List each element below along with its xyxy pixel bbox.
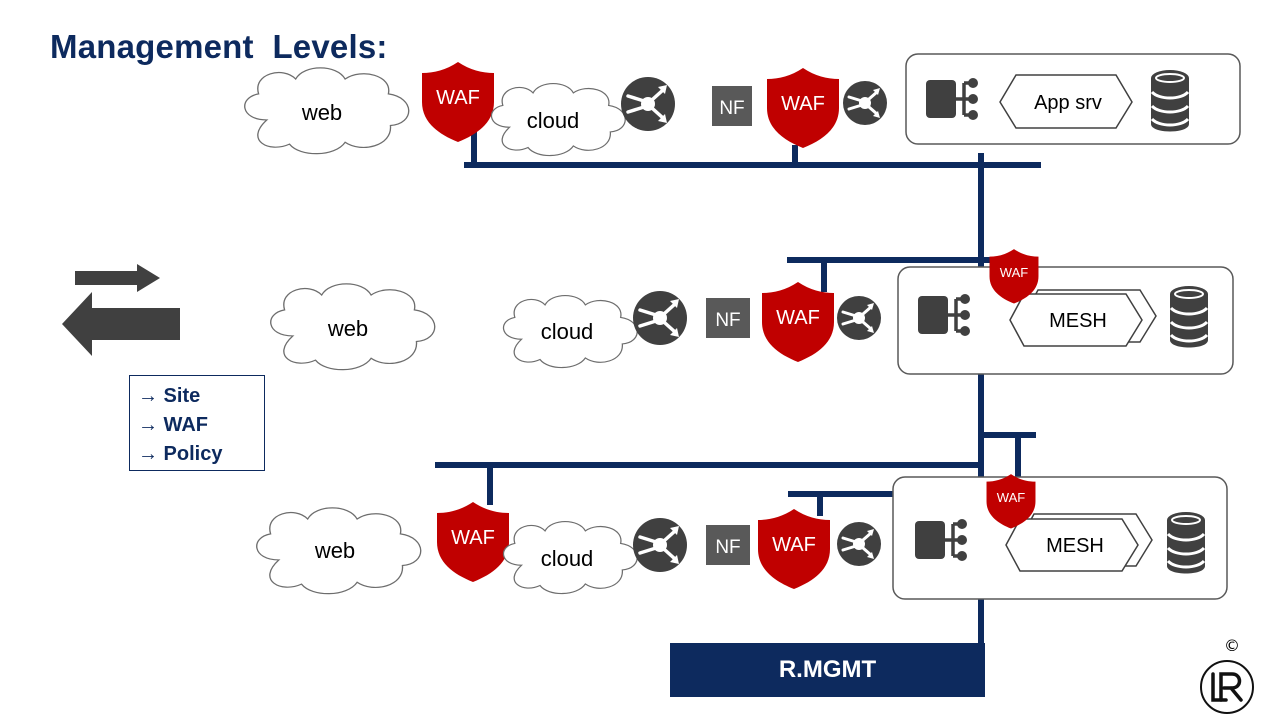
network-switch-icon — [913, 517, 969, 563]
database-icon — [1168, 284, 1210, 349]
waf-label-3b: WAF — [772, 534, 816, 556]
mesh-label-2: MESH — [1049, 310, 1107, 332]
router-icon — [835, 520, 883, 568]
nf-label-3: NF — [715, 537, 740, 558]
app-srv-label: App srv — [1034, 92, 1102, 114]
waf-label-2b: WAF — [1000, 265, 1028, 280]
web-label-1: web — [301, 100, 342, 125]
row-3: web WAF cloud NF WAF MESH WAF — [256, 474, 1228, 600]
web-label-3: web — [314, 538, 355, 563]
nf-box-3 — [706, 525, 750, 565]
nf-label-2: NF — [715, 310, 740, 331]
page-title: Management Levels: — [50, 28, 388, 65]
network-switch-icon — [916, 292, 972, 338]
network-switch-icon — [924, 76, 980, 122]
legend-item-waf: → WAF — [138, 414, 208, 436]
legend-item-site: → Site — [138, 385, 201, 407]
mesh-label-3: MESH — [1046, 535, 1104, 557]
nf-label-1: NF — [719, 98, 744, 119]
web-label-2: web — [327, 316, 368, 341]
app-srv-box — [999, 74, 1133, 129]
legend-box: → Site → WAF → Policy — [129, 375, 265, 471]
rmgmt-box: R.MGMT — [670, 643, 985, 697]
router-icon — [619, 75, 677, 133]
nf-box-2 — [706, 298, 750, 338]
nf-box-1 — [712, 86, 752, 126]
cloud-label-3: cloud — [541, 546, 594, 571]
waf-label-3a: WAF — [451, 527, 495, 549]
waf-label-2a: WAF — [776, 307, 820, 329]
management-bus — [435, 125, 1041, 645]
router-icon — [631, 516, 689, 574]
waf-label-1a: WAF — [436, 87, 480, 109]
database-icon — [1165, 510, 1207, 575]
rmgmt-label: R.MGMT — [778, 656, 877, 683]
database-icon — [1149, 68, 1191, 133]
row-1: web WAF cloud NF WAF App srv — [244, 53, 1241, 157]
copyright-symbol: © — [1224, 636, 1240, 655]
waf-label-3c: WAF — [997, 490, 1025, 505]
router-icon — [631, 289, 689, 347]
row-2: web cloud NF WAF MESH WAF — [62, 249, 1234, 375]
cloud-label-1: cloud — [527, 108, 580, 133]
waf-label-1b: WAF — [781, 93, 825, 115]
legend-item-policy: → Policy — [138, 443, 223, 465]
router-icon — [841, 79, 889, 127]
cloud-label-2: cloud — [541, 319, 594, 344]
double-arrow-icon — [62, 264, 180, 356]
router-icon — [835, 294, 883, 342]
logo-circle — [1200, 660, 1254, 714]
